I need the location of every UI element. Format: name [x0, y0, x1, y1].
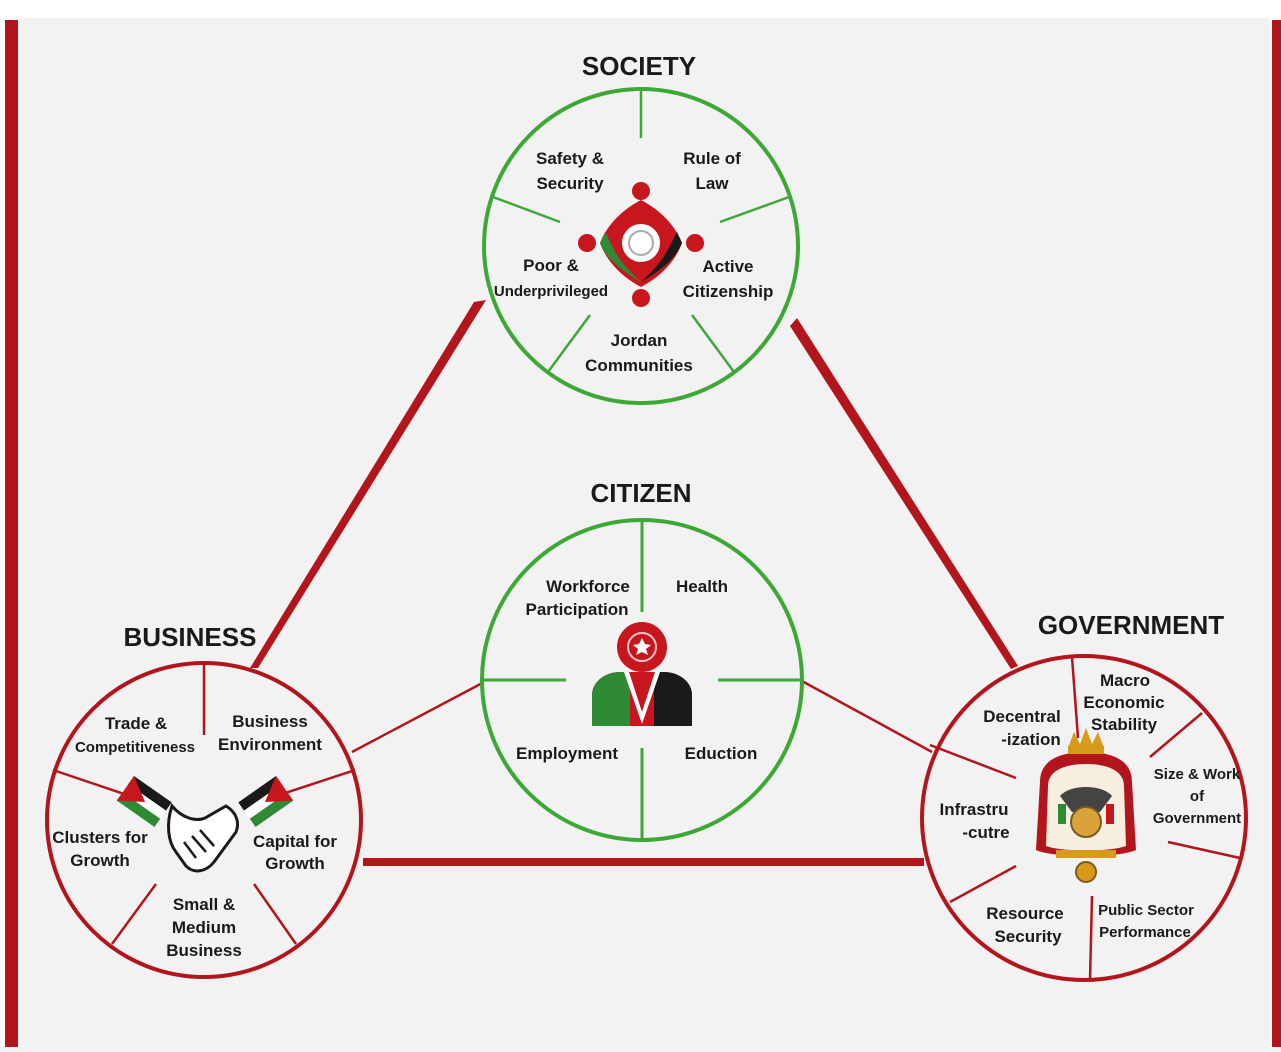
gov-public-line2: Performance — [1099, 924, 1191, 941]
business-small-line2: Medium — [172, 918, 236, 937]
business-env-line1: Business — [232, 712, 308, 731]
business-title: BUSINESS — [124, 622, 257, 652]
triangle-connectors — [250, 300, 1018, 866]
government-group: GOVERNMENT Macro Economic Stability Dece… — [920, 610, 1248, 982]
business-small-line1: Small & — [173, 895, 235, 914]
business-trade-line1: Trade & — [105, 714, 167, 733]
gov-resource-line1: Resource — [986, 904, 1063, 923]
society-active-line1: Active — [702, 257, 753, 276]
citizen-employment: Employment — [516, 744, 618, 763]
gov-macro-line3: Stability — [1091, 715, 1158, 734]
citizen-workforce-line2: Participation — [526, 600, 629, 619]
society-poor-line1: Poor & — [523, 256, 579, 275]
gov-infra-line2: -cutre — [962, 823, 1009, 842]
business-clusters-line1: Clusters for — [52, 828, 148, 847]
business-env-line2: Environment — [218, 735, 322, 754]
citizen-education: Eduction — [685, 744, 758, 763]
gov-public-line1: Public Sector — [1098, 902, 1194, 919]
gov-size-line2: of — [1190, 788, 1205, 805]
society-title: SOCIETY — [582, 51, 696, 81]
connector-citizen-government — [799, 678, 933, 754]
society-jordan-line1: Jordan — [611, 331, 668, 350]
gov-size-line1: Size & Work — [1154, 766, 1241, 783]
society-jordan-line2: Communities — [585, 356, 693, 375]
government-title: GOVERNMENT — [1038, 610, 1224, 640]
people-circle-emblem-icon — [578, 182, 704, 307]
business-clusters-line2: Growth — [70, 851, 130, 870]
business-capital-line2: Growth — [265, 854, 325, 873]
citizen-health: Health — [676, 577, 728, 596]
right-border-bar — [1272, 20, 1281, 1047]
society-rule-line2: Law — [695, 174, 729, 193]
citizen-person-icon — [592, 622, 692, 726]
society-rule-line1: Rule of — [683, 149, 741, 168]
business-capital-line1: Capital for — [253, 832, 337, 851]
gov-infra-line1: Infrastru — [940, 800, 1009, 819]
citizen-title: CITIZEN — [590, 478, 691, 508]
gov-decentral-line2: -ization — [1001, 730, 1061, 749]
citizen-group: CITIZEN Workforce Participation Health E… — [480, 478, 804, 842]
society-safety-line2: Security — [536, 174, 604, 193]
society-active-line2: Citizenship — [683, 282, 774, 301]
connector-business-government — [363, 858, 924, 866]
gov-macro-line2: Economic — [1083, 693, 1164, 712]
society-safety-line1: Safety & — [536, 149, 604, 168]
gov-decentral-line1: Decentral — [983, 707, 1060, 726]
business-group: BUSINESS Trade & Competitiveness Busines… — [45, 622, 363, 979]
connector-citizen-business — [351, 678, 489, 754]
left-border-bar — [5, 20, 18, 1047]
coat-of-arms-icon — [1036, 728, 1136, 883]
gov-resource-line2: Security — [994, 927, 1062, 946]
business-trade-line2: Competitiveness — [75, 739, 195, 756]
gov-macro-line1: Macro — [1100, 671, 1150, 690]
connector-society-government — [790, 318, 1018, 669]
society-group: SOCIETY Safety & Security Rule of Law Po… — [482, 51, 800, 405]
connector-business-society — [250, 300, 486, 668]
gov-size-line3: Government — [1153, 810, 1241, 827]
citizen-workforce-line1: Workforce — [546, 577, 630, 596]
business-small-line3: Business — [166, 941, 242, 960]
handshake-flags-icon — [116, 776, 294, 873]
society-poor-line2: Underprivileged — [494, 283, 608, 300]
